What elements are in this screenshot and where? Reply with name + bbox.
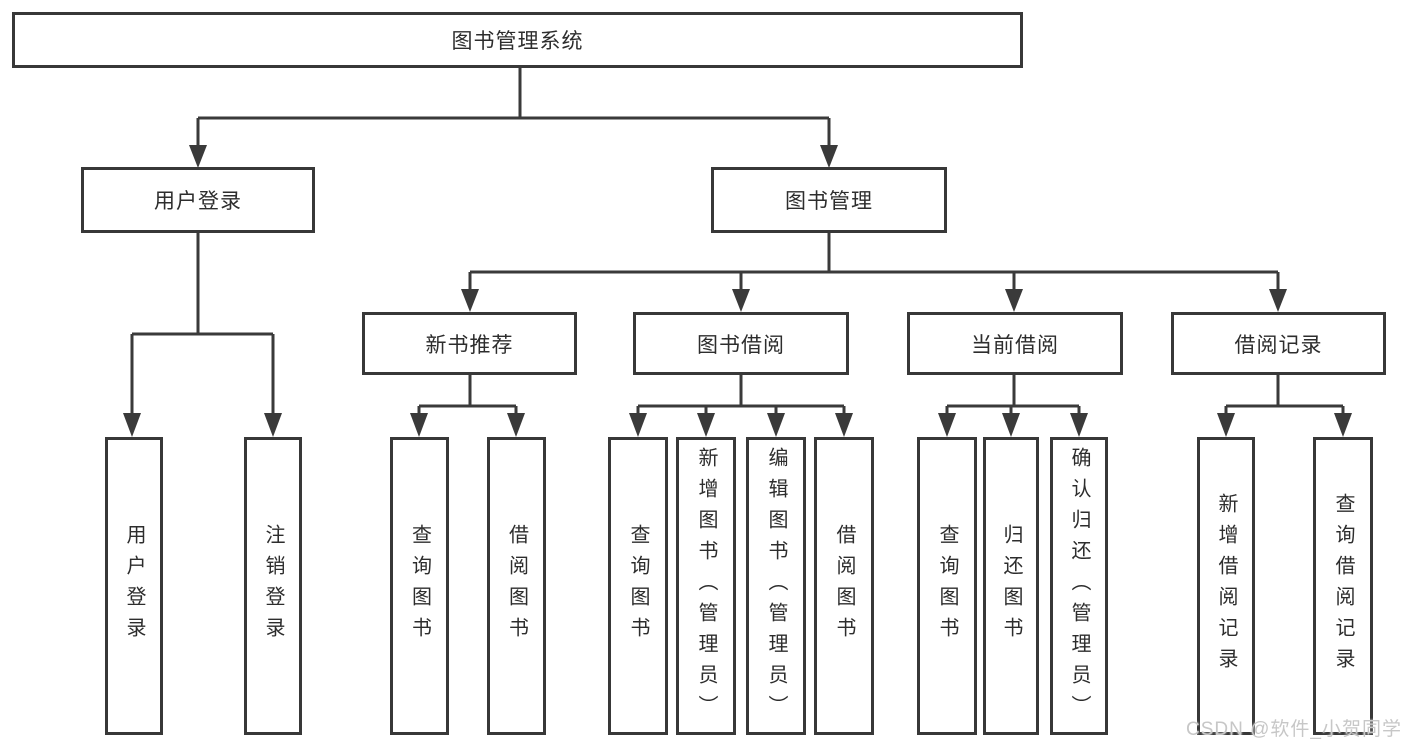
leaf-confirm-return-admin: 确认归还（管理员） bbox=[1050, 437, 1108, 735]
leaf-label: 注销登录 bbox=[262, 524, 284, 648]
arrow-down-icon bbox=[1005, 289, 1023, 312]
arrow-down-icon bbox=[767, 413, 785, 437]
connector-line bbox=[468, 233, 1280, 290]
arrow-down-icon bbox=[1002, 413, 1020, 437]
node-user-login: 用户登录 bbox=[81, 167, 315, 233]
leaf-label: 归还图书 bbox=[1000, 524, 1022, 648]
leaf-query-books-current: 查询图书 bbox=[917, 437, 977, 735]
arrow-down-icon bbox=[938, 413, 956, 437]
leaf-user-login: 用户登录 bbox=[105, 437, 163, 735]
leaf-label: 查询图书 bbox=[627, 524, 649, 648]
arrow-down-icon bbox=[697, 413, 715, 437]
leaf-label: 用户登录 bbox=[123, 524, 145, 648]
leaf-label: 查询图书 bbox=[936, 524, 958, 648]
connector-line bbox=[945, 375, 1081, 414]
leaf-label: 新增图书（管理员） bbox=[695, 446, 717, 726]
node-borrowing-records: 借阅记录 bbox=[1171, 312, 1386, 375]
leaf-logout: 注销登录 bbox=[244, 437, 302, 735]
connector-book-management-to-level3 bbox=[461, 233, 1287, 312]
leaf-borrow-books-borrowing: 借阅图书 bbox=[814, 437, 874, 735]
arrow-down-icon bbox=[264, 413, 282, 437]
node-new-book-recommend: 新书推荐 bbox=[362, 312, 577, 375]
leaf-label: 确认归还（管理员） bbox=[1068, 446, 1090, 726]
connector-borrowing-records-to-leaves bbox=[1217, 375, 1352, 437]
leaf-label: 查询图书 bbox=[408, 524, 431, 648]
connector-book-borrowing-to-leaves bbox=[629, 375, 853, 437]
leaf-borrow-books-recommend: 借阅图书 bbox=[487, 437, 546, 735]
arrow-down-icon bbox=[835, 413, 853, 437]
connector-line bbox=[417, 375, 518, 414]
leaf-add-books-admin: 新增图书（管理员） bbox=[676, 437, 736, 735]
connector-user-login-to-leaves bbox=[123, 233, 282, 437]
leaf-label: 新增借阅记录 bbox=[1215, 493, 1237, 679]
connector-line bbox=[636, 375, 846, 414]
arrow-down-icon bbox=[629, 413, 647, 437]
leaf-label: 查询借阅记录 bbox=[1332, 493, 1354, 679]
arrow-down-icon bbox=[1334, 413, 1352, 437]
arrow-down-icon bbox=[820, 145, 838, 168]
leaf-query-borrow-record: 查询借阅记录 bbox=[1313, 437, 1373, 735]
node-book-borrowing: 图书借阅 bbox=[633, 312, 849, 375]
arrow-down-icon bbox=[1070, 413, 1088, 437]
csdn-watermark: CSDN @软件_小贺同学 bbox=[1186, 719, 1402, 740]
connector-new-book-recommend-to-leaves bbox=[410, 375, 525, 437]
arrow-down-icon bbox=[1269, 289, 1287, 312]
arrow-down-icon bbox=[1217, 413, 1235, 437]
leaf-label: 借阅图书 bbox=[833, 524, 855, 648]
arrow-down-icon bbox=[189, 145, 207, 168]
leaf-query-books-borrowing: 查询图书 bbox=[608, 437, 668, 735]
connector-root-to-level2 bbox=[189, 68, 838, 168]
leaf-query-books-recommend: 查询图书 bbox=[390, 437, 449, 735]
leaf-label: 借阅图书 bbox=[505, 524, 528, 648]
connector-line bbox=[1224, 375, 1345, 414]
arrow-down-icon bbox=[410, 413, 428, 437]
arrow-down-icon bbox=[461, 289, 479, 312]
node-current-borrowing: 当前借阅 bbox=[907, 312, 1123, 375]
arrow-down-icon bbox=[507, 413, 525, 437]
connector-line bbox=[130, 233, 275, 414]
leaf-add-borrow-record: 新增借阅记录 bbox=[1197, 437, 1255, 735]
leaf-edit-books-admin: 编辑图书（管理员） bbox=[746, 437, 806, 735]
node-library-system: 图书管理系统 bbox=[12, 12, 1023, 68]
connector-line bbox=[196, 68, 831, 146]
arrow-down-icon bbox=[732, 289, 750, 312]
leaf-label: 编辑图书（管理员） bbox=[765, 446, 787, 726]
arrow-down-icon bbox=[123, 413, 141, 437]
leaf-return-books: 归还图书 bbox=[983, 437, 1039, 735]
connector-current-borrowing-to-leaves bbox=[938, 375, 1088, 437]
node-book-management: 图书管理 bbox=[711, 167, 947, 233]
